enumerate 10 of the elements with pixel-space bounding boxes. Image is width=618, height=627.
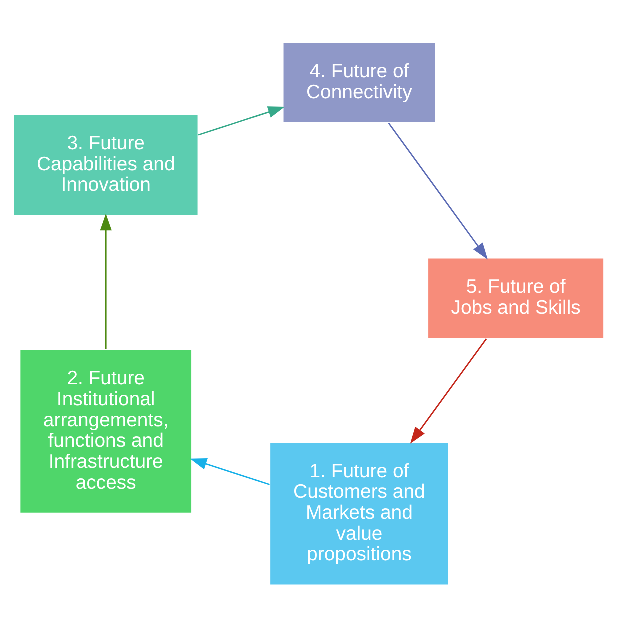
node-box: 4. Future of Connectivity [282, 41, 437, 124]
arrow [388, 122, 488, 260]
arrow [198, 106, 285, 136]
node-box: 5. Future of Jobs and Skills [427, 256, 605, 339]
node-box: 1. Future of Customers and Markets and value propositions [269, 441, 450, 586]
arrow [410, 338, 488, 444]
arrow [100, 213, 112, 349]
node-box: 2. Future Institutional arrangements, functions and Infrastructure access [19, 348, 193, 514]
node-box: 3. Future Capabilities and Innovation [13, 113, 200, 216]
arrow [190, 458, 270, 485]
